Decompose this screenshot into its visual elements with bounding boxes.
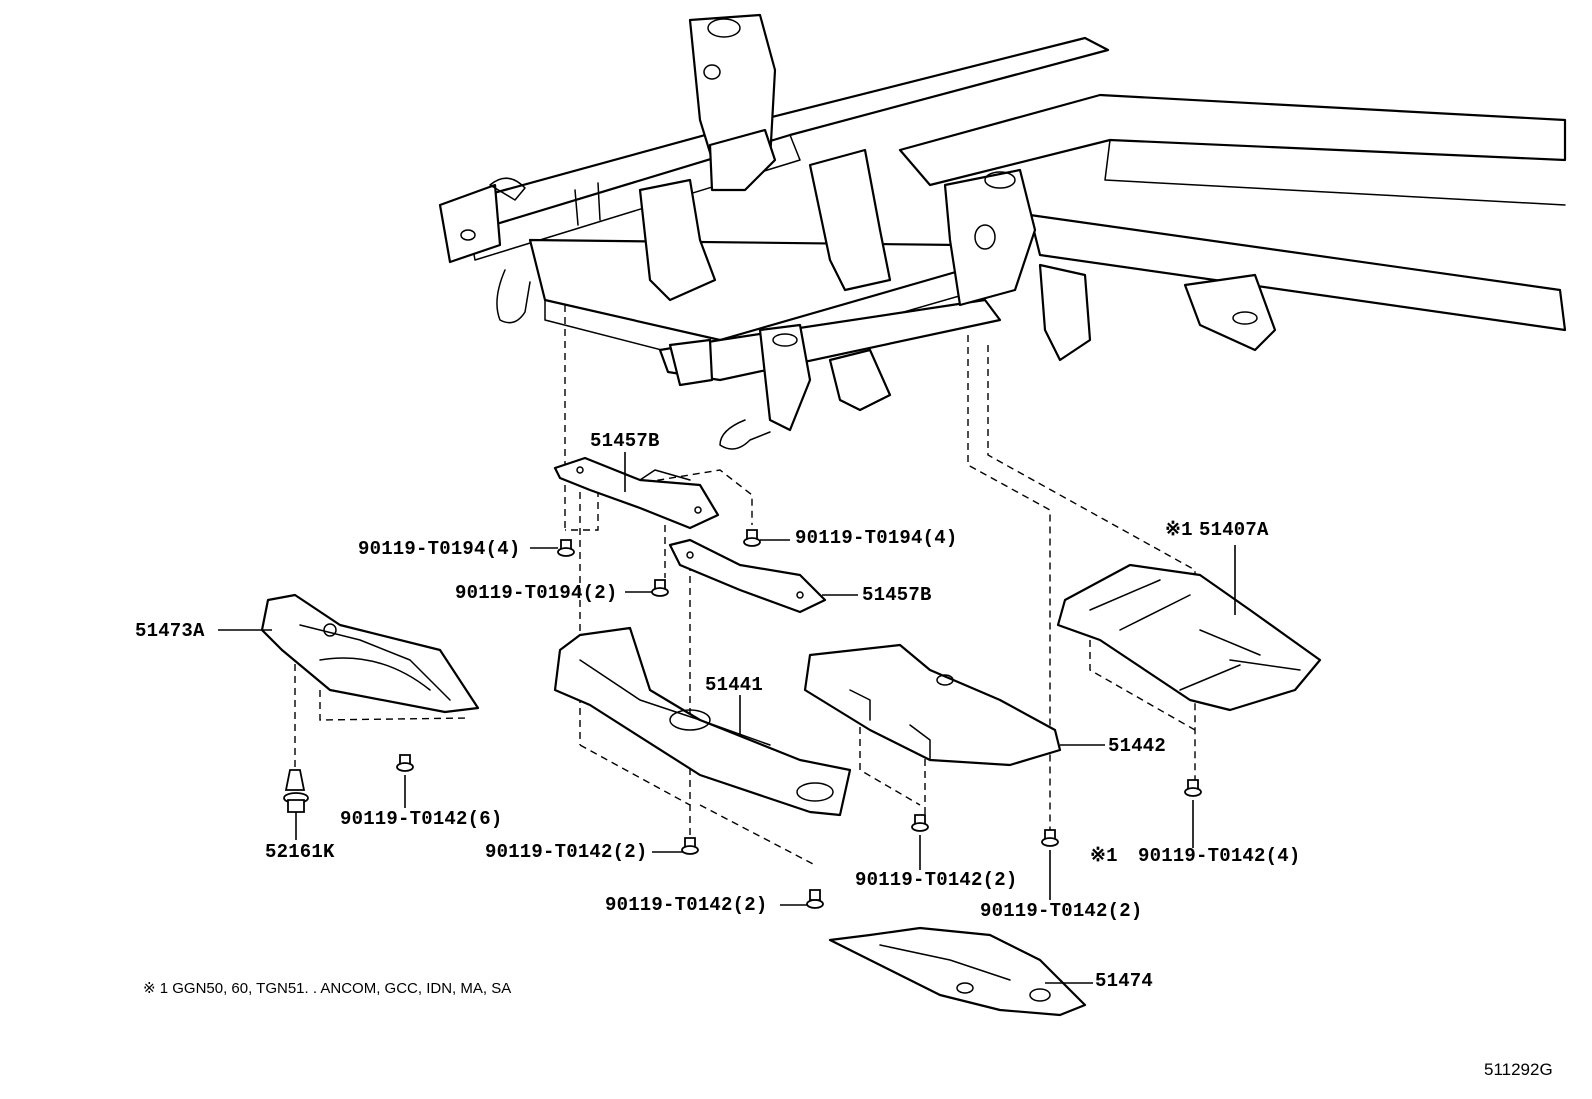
vehicle-frame-drawing (438, 13, 1567, 450)
callout-bolt-t0142-2-b: 90119-T0142(2) (605, 894, 768, 916)
callout-bolt-t0142-2-d: 90119-T0142(2) (980, 900, 1143, 922)
callout-bolt-t0142-4: 90119-T0142(4) (1138, 845, 1301, 867)
part-51457b-upper-drawing (553, 456, 720, 530)
part-51474-drawing (828, 926, 1087, 1017)
fastener-bolts (283, 529, 1202, 909)
callout-bolt-t0142-6: 90119-T0142(6) (340, 808, 503, 830)
part-51442-drawing (803, 643, 1062, 767)
callout-51473a: 51473A (135, 620, 205, 642)
part-51457b-lower-drawing (668, 538, 827, 614)
callout-bolt-t0194-2: 90119-T0194(2) (455, 582, 618, 604)
callout-bolt-t0142-2-c: 90119-T0142(2) (855, 869, 1018, 891)
callout-51457b-lower: 51457B (862, 584, 932, 606)
callout-bolt-t0194-4-left: 90119-T0194(4) (358, 538, 521, 560)
callout-51474: 51474 (1095, 970, 1154, 992)
applicability-footnote: ※ 1 GGN50, 60, TGN51. . ANCOM, GCC, IDN,… (143, 980, 512, 997)
part-51407a-drawing (1056, 563, 1322, 712)
callout-52161k: 52161K (265, 841, 335, 863)
callout-51407a-mark: ※1 (1165, 519, 1193, 541)
callout-51442: 51442 (1108, 735, 1167, 757)
callout-51407a: 51407A (1199, 519, 1269, 541)
callout-51457b-upper: 51457B (590, 430, 660, 452)
callout-bolt-t0194-4-right: 90119-T0194(4) (795, 527, 958, 549)
callout-51441: 51441 (705, 674, 764, 696)
figure-code: 511292G (1484, 1060, 1553, 1079)
callout-bolt-t0142-4-mark: ※1 (1090, 845, 1118, 867)
callout-leader-lines (218, 452, 1236, 984)
part-51473a-drawing (260, 593, 480, 714)
part-51441-drawing (553, 626, 852, 817)
callout-bolt-t0142-2-a: 90119-T0142(2) (485, 841, 648, 863)
